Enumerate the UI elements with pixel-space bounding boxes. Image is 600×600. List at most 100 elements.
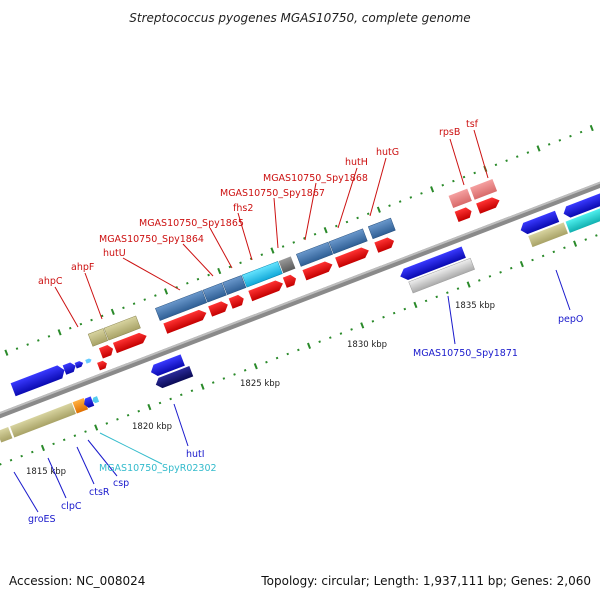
gene-block-hutG[interactable] <box>367 217 396 240</box>
gene-arrow[interactable] <box>208 300 230 317</box>
minor-tick <box>265 360 268 364</box>
gene-block-hutI-2[interactable] <box>154 366 194 390</box>
scale-label: 1820 kbp <box>132 422 172 432</box>
minor-tick <box>494 163 498 167</box>
gene-label-ctsR[interactable]: ctsR <box>89 487 110 498</box>
leader-line <box>369 157 387 217</box>
minor-tick <box>73 434 77 437</box>
gene-block-fhs2[interactable] <box>241 261 283 288</box>
gene-block-clpC[interactable] <box>10 402 76 438</box>
gene-arrow[interactable] <box>98 344 115 359</box>
minor-tick <box>143 298 147 301</box>
leader-line <box>47 457 67 499</box>
gene-arrow[interactable] <box>476 195 501 214</box>
gene-arrow[interactable] <box>335 245 371 268</box>
minor-tick <box>154 294 157 297</box>
gene-block-groES[interactable] <box>0 427 13 443</box>
gene-label-spy1867[interactable]: MGAS10750_Spy1867 <box>220 188 325 199</box>
gene-label-ahpC[interactable]: ahpC <box>38 276 63 287</box>
gene-block[interactable] <box>74 360 85 369</box>
gene-block-spy1865[interactable] <box>222 275 247 296</box>
bottom-gene-labels: groES clpC ctsR csp MGAS10750_SpyR02302 … <box>13 269 583 525</box>
minor-tick <box>79 322 83 326</box>
leader-line <box>555 269 571 311</box>
gene-label-hutH[interactable]: hutH <box>345 157 368 168</box>
leader-line <box>473 129 489 179</box>
gene-label-pepO[interactable]: pepO <box>558 314 583 325</box>
gene-block[interactable] <box>10 364 67 397</box>
gene-label-spy1871[interactable]: MGAS10750_Spy1871 <box>413 348 518 359</box>
gene-label-ahpF[interactable]: ahpF <box>71 262 94 273</box>
minor-tick <box>403 307 407 311</box>
gene-block-pepO-2[interactable] <box>528 222 568 248</box>
gene-label-tsf[interactable]: tsf <box>466 119 479 130</box>
minor-tick <box>435 295 439 299</box>
minor-tick <box>281 245 285 248</box>
major-tick <box>589 124 594 132</box>
gene-label-csp[interactable]: csp <box>113 478 129 489</box>
gene-label-rpsB[interactable]: rpsB <box>439 127 460 138</box>
gene-label-groES[interactable]: groES <box>28 514 56 525</box>
gene-block-hutU[interactable] <box>155 290 208 321</box>
gene-label-fhs2[interactable]: fhs2 <box>233 203 253 214</box>
gene-block-ahpF[interactable] <box>103 315 141 341</box>
gene-arrow[interactable] <box>374 236 396 253</box>
gene-label-spyR02302[interactable]: MGAS10750_SpyR02302 <box>99 463 217 474</box>
gene-block-spy1871[interactable] <box>398 246 466 283</box>
leader-line <box>173 403 189 447</box>
scale-labels: 1815 kbp 1820 kbp 1825 kbp 1830 kbp 1835… <box>26 301 495 477</box>
gene-label-hutG[interactable]: hutG <box>376 147 399 158</box>
gene-arrow[interactable] <box>97 360 108 371</box>
gene-block-ahpC[interactable] <box>87 328 109 347</box>
leader-line <box>99 432 163 465</box>
gene-block-hutH[interactable] <box>328 228 368 255</box>
gene-block[interactable] <box>561 192 600 220</box>
leader-line <box>237 212 253 261</box>
gene-arrow[interactable] <box>282 273 298 288</box>
gene-label-spy1864[interactable]: MGAS10750_Spy1864 <box>99 234 204 245</box>
gene-block-spy1867[interactable] <box>278 256 296 274</box>
minor-tick <box>292 241 296 244</box>
gene-block-csp[interactable] <box>82 396 95 409</box>
minor-tick <box>552 250 556 254</box>
gene-block-pepO[interactable] <box>519 210 560 236</box>
gene-arrow[interactable] <box>248 278 285 302</box>
gene-label-hutI[interactable]: hutI <box>186 449 205 460</box>
minor-tick <box>84 430 87 433</box>
major-tick <box>147 403 152 411</box>
gene-block-spyR02302[interactable] <box>91 396 100 404</box>
gene-block-rpsB[interactable] <box>448 188 472 208</box>
minor-tick <box>26 343 29 346</box>
forward-strand-inner <box>97 195 501 371</box>
gene-block-spy1864[interactable] <box>202 282 227 303</box>
leader-line <box>449 138 465 186</box>
gene-block-spy1868[interactable] <box>296 241 334 267</box>
gene-block-ctsR[interactable] <box>72 398 89 414</box>
major-tick <box>413 301 418 309</box>
major-tick <box>40 444 45 452</box>
minor-tick <box>541 254 545 258</box>
gene-label-spy1868[interactable]: MGAS10750_Spy1868 <box>263 173 368 184</box>
gene-arrow[interactable] <box>163 308 208 334</box>
gene-block[interactable] <box>85 358 92 364</box>
gene-block-spy1871-2[interactable] <box>408 257 475 294</box>
gene-block[interactable] <box>62 361 78 375</box>
gene-label-spy1865[interactable]: MGAS10750_Spy1865 <box>139 218 244 229</box>
minor-tick <box>62 438 66 442</box>
gene-label-clpC[interactable]: clpC <box>61 501 82 512</box>
minor-tick <box>335 224 338 228</box>
minor-tick <box>388 204 391 207</box>
gene-block-teal[interactable] <box>565 207 600 233</box>
gene-label-hutU[interactable]: hutU <box>103 248 126 259</box>
gene-arrow[interactable] <box>228 293 246 309</box>
gene-arrow[interactable] <box>302 259 334 281</box>
minor-tick <box>441 183 445 187</box>
gene-arrow[interactable] <box>112 331 149 354</box>
leader-line <box>122 257 181 291</box>
gene-block-hutI[interactable] <box>149 354 185 377</box>
minor-tick <box>239 261 242 265</box>
gene-block-tsf[interactable] <box>470 179 498 200</box>
gene-arrow[interactable] <box>454 206 474 222</box>
inner-tick-row <box>0 234 598 466</box>
